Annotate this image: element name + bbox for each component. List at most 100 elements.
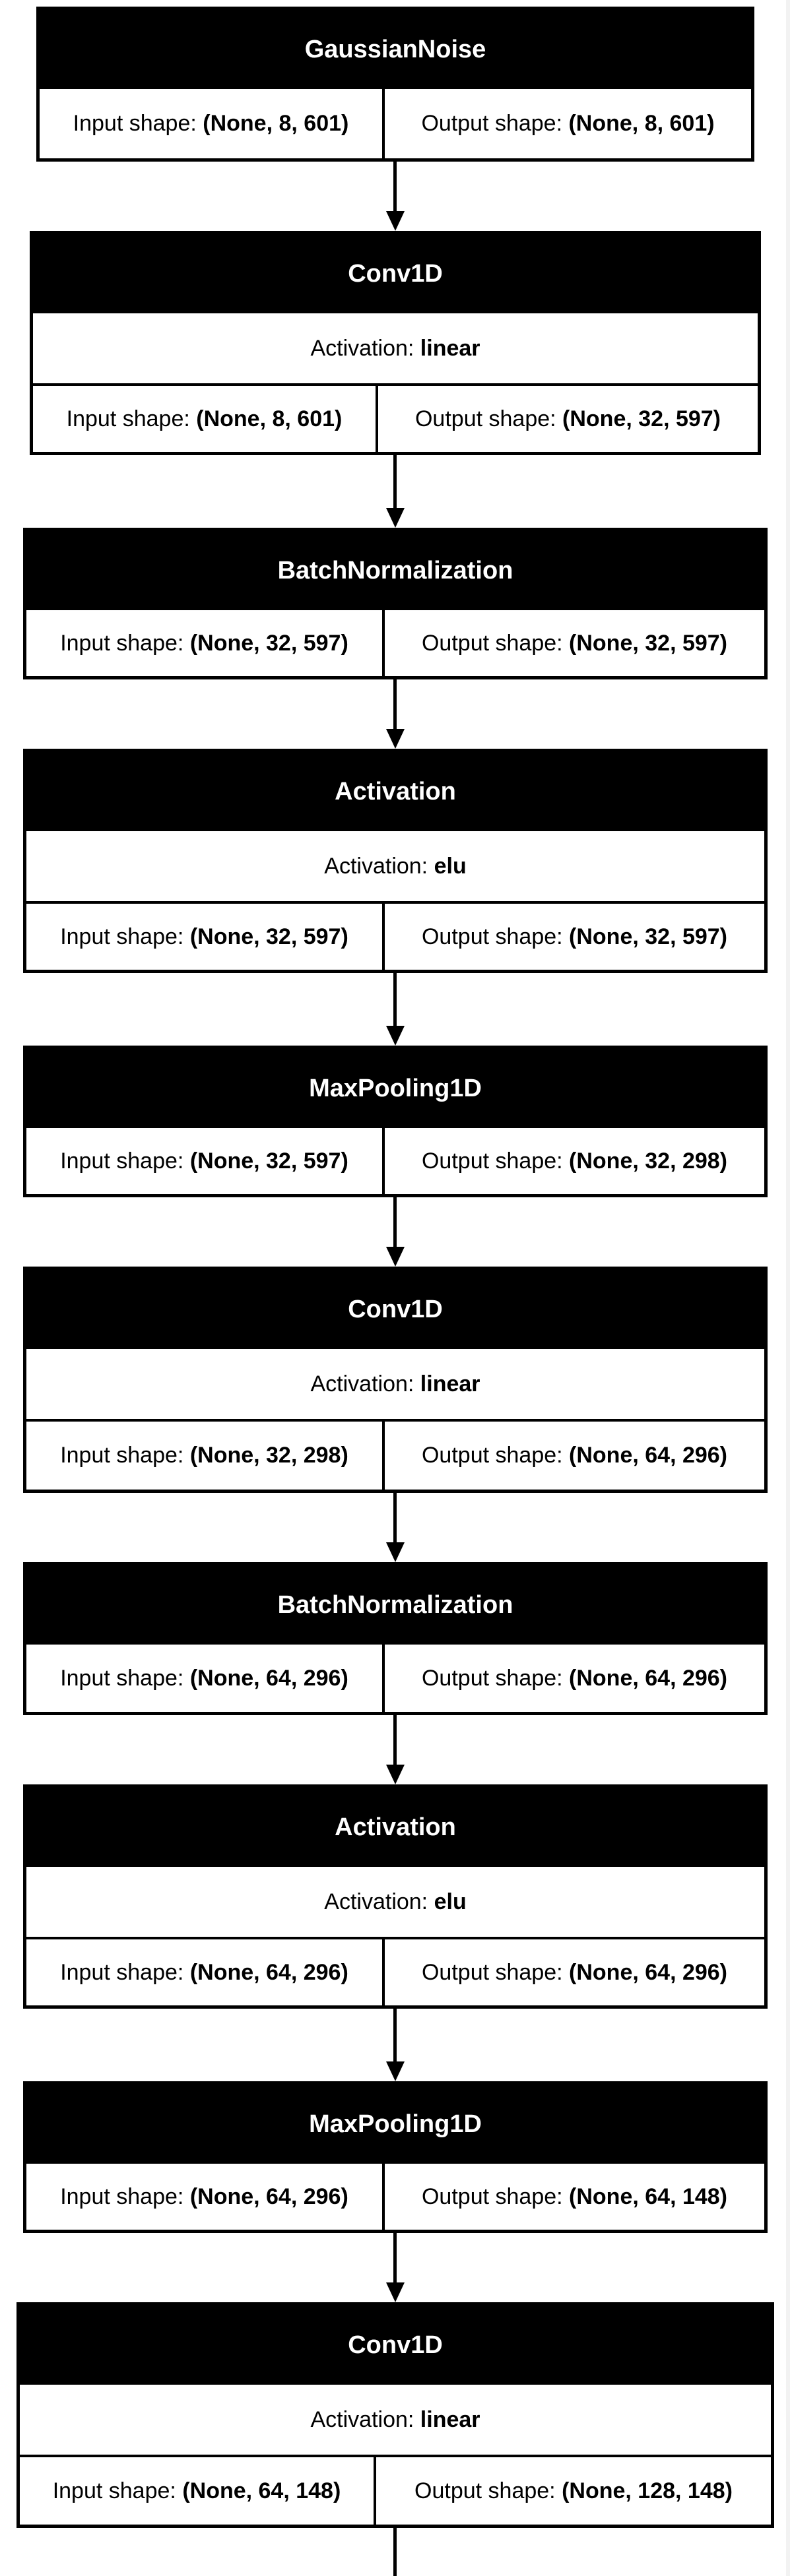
input-shape-label: Input shape: xyxy=(60,2183,190,2209)
output-shape-cell: Output shape: (None, 64, 296) xyxy=(385,1939,764,2005)
layer-shapes: Input shape: (None, 32, 597)Output shape… xyxy=(26,610,764,676)
input-shape-cell: Input shape: (None, 8, 601) xyxy=(40,89,385,158)
activation-value: elu xyxy=(434,1889,467,1914)
input-shape-label: Input shape: xyxy=(66,406,197,431)
arrow-head xyxy=(385,729,405,749)
input-shape-value: (None, 64, 296) xyxy=(189,1665,348,1691)
output-shape-cell: Output shape: (None, 64, 296) xyxy=(385,1422,764,1490)
layer-title: BatchNormalization xyxy=(26,1565,764,1645)
input-shape-cell: Input shape: (None, 32, 597) xyxy=(26,904,385,970)
connector-line xyxy=(393,679,397,730)
connector-line xyxy=(393,162,397,212)
output-shape-label: Output shape: xyxy=(421,2183,570,2209)
connector-line xyxy=(393,2528,397,2576)
layer-shapes: Input shape: (None, 32, 597)Output shape… xyxy=(26,904,764,970)
input-shape-value: (None, 64, 296) xyxy=(189,2183,348,2209)
input-shape-value: (None, 64, 296) xyxy=(189,1959,348,1985)
output-shape-label: Output shape: xyxy=(421,630,570,656)
output-shape-value: (None, 64, 296) xyxy=(569,1665,728,1691)
input-shape-label: Input shape: xyxy=(60,630,190,656)
output-shape-cell: Output shape: (None, 32, 597) xyxy=(378,386,758,452)
output-shape-label: Output shape: xyxy=(421,924,570,949)
arrow-head xyxy=(385,1247,405,1267)
arrow-head xyxy=(385,2282,405,2302)
output-shape-label: Output shape: xyxy=(421,1959,570,1985)
input-shape-label: Input shape: xyxy=(60,1443,190,1468)
activation-label: Activation: xyxy=(324,853,434,879)
activation-value: linear xyxy=(420,1371,480,1397)
output-shape-value: (None, 32, 298) xyxy=(569,1148,728,1174)
arrow-head xyxy=(385,1765,405,1784)
input-shape-label: Input shape: xyxy=(60,924,190,949)
activation-value: elu xyxy=(434,853,467,879)
input-shape-value: (None, 32, 298) xyxy=(189,1443,348,1468)
output-shape-value: (None, 32, 597) xyxy=(569,630,728,656)
output-shape-label: Output shape: xyxy=(421,1665,570,1691)
output-shape-cell: Output shape: (None, 32, 597) xyxy=(385,904,764,970)
layer-title: Activation xyxy=(26,752,764,831)
layer-activation: Activation: linear xyxy=(33,313,758,386)
input-shape-label: Input shape: xyxy=(73,111,203,136)
input-shape-value: (None, 32, 597) xyxy=(189,630,348,656)
connector-line xyxy=(393,1197,397,1248)
layer-title: MaxPooling1D xyxy=(26,1049,764,1128)
layer-title: MaxPooling1D xyxy=(26,2085,764,2164)
activation-label: Activation: xyxy=(324,1889,434,1914)
layer-activation: Activation: linear xyxy=(26,1349,764,1422)
input-shape-cell: Input shape: (None, 32, 298) xyxy=(26,1422,385,1490)
output-shape-cell: Output shape: (None, 64, 148) xyxy=(385,2164,764,2230)
output-shape-cell: Output shape: (None, 32, 597) xyxy=(385,610,764,676)
activation-label: Activation: xyxy=(310,2406,420,2432)
arrow-head xyxy=(385,2061,405,2081)
output-shape-value: (None, 64, 296) xyxy=(569,1443,728,1468)
input-shape-label: Input shape: xyxy=(52,2478,183,2503)
layer-shapes: Input shape: (None, 64, 148) Output shape… xyxy=(20,2457,771,2525)
input-shape-value: (None, 32, 597) xyxy=(189,924,348,949)
layer-shapes: Input shape: (None, 64, 296)Output shape… xyxy=(26,2164,764,2230)
output-shape-cell: Output shape: (None, 32, 298) xyxy=(385,1128,764,1194)
output-shape-label: Output shape: xyxy=(414,406,563,431)
layer-activation: Activation: linear xyxy=(20,2385,771,2457)
input-shape-value: (None, 32, 597) xyxy=(189,1148,348,1174)
output-shape-label: Output shape: xyxy=(421,1443,570,1468)
input-shape-cell: Input shape: (None, 64, 296) xyxy=(26,2164,385,2230)
activation-value: linear xyxy=(420,335,480,361)
arrow-head xyxy=(385,508,405,528)
layer-title: Conv1D xyxy=(26,1270,764,1349)
connector-line xyxy=(393,2233,397,2284)
input-shape-cell: Input shape: (None, 64, 296) xyxy=(26,1645,385,1712)
scrollbar[interactable] xyxy=(786,0,790,2576)
layer-shapes: Input shape: (None, 32, 298)Output shape… xyxy=(26,1422,764,1490)
activation-value: linear xyxy=(420,2406,480,2432)
output-shape-value: (None, 8, 601) xyxy=(568,111,715,136)
input-shape-cell: Input shape: (None, 32, 597) xyxy=(26,1128,385,1194)
output-shape-label: Output shape: xyxy=(421,111,569,136)
layer-shapes: Input shape: (None, 64, 296) Output shape… xyxy=(26,1939,764,2005)
input-shape-value: (None, 8, 601) xyxy=(203,111,349,136)
layer-title: GaussianNoise xyxy=(40,10,751,89)
arrow-head xyxy=(385,1542,405,1562)
layer-shapes: Input shape: (None, 32, 597)Output shape… xyxy=(26,1128,764,1194)
output-shape-cell: Output shape: (None, 64, 296) xyxy=(385,1645,764,1712)
input-shape-label: Input shape: xyxy=(60,1959,190,1985)
layer-shapes: Input shape: (None, 64, 296)Output shape… xyxy=(26,1645,764,1712)
arrow-head xyxy=(385,1026,405,1046)
input-shape-value: (None, 8, 601) xyxy=(196,406,343,431)
output-shape-label: Output shape: xyxy=(414,2478,562,2503)
layer-title: Activation xyxy=(26,1788,764,1867)
output-shape-value: (None, 32, 597) xyxy=(569,924,728,949)
layer-activation: Activation: elu xyxy=(26,831,764,904)
layer-shapes: Input shape: (None, 8, 601) Output shape:… xyxy=(33,386,758,452)
activation-label: Activation: xyxy=(310,335,420,361)
input-shape-value: (None, 64, 148) xyxy=(182,2478,341,2503)
connector-line xyxy=(393,973,397,1027)
layer-title: Conv1D xyxy=(33,234,758,313)
